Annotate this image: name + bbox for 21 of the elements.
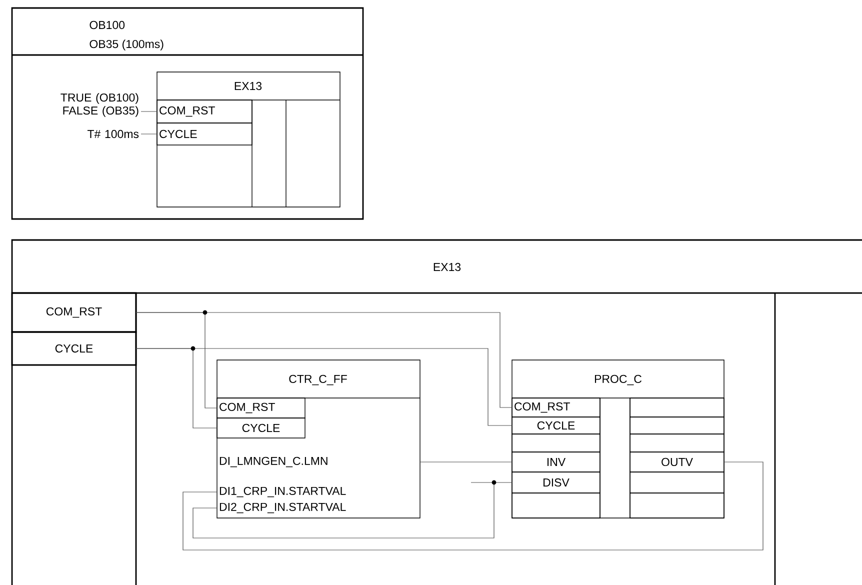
pin-label: DI2_CRP_IN.STARTVAL <box>220 502 346 514</box>
wire <box>192 482 512 538</box>
pin-cell: INV <box>512 452 600 472</box>
pin-cell: OUTV <box>630 452 724 472</box>
wire <box>182 462 764 550</box>
pin-cell: CYCLE <box>216 418 306 438</box>
pin-label: DI1_CRP_IN.STARTVAL <box>220 486 346 498</box>
pin-cell: COM_RST <box>216 398 306 418</box>
pin-cell: DISV <box>512 472 600 494</box>
pin-cell: CYCLE <box>512 416 600 434</box>
wire <box>140 111 158 112</box>
pin-label: T# 100ms <box>87 130 139 138</box>
wire <box>136 312 218 408</box>
pin-label: TRUE (OB100) FALSE (OB35) <box>60 93 138 117</box>
pin-cell: COM_RST <box>11 292 137 333</box>
pin-cell: CYCLE <box>156 122 252 146</box>
pin-label: DI_LMNGEN_C.LMN <box>220 456 328 468</box>
pin-cell: COM_RST <box>512 398 600 418</box>
pin-cell: COM_RST <box>156 100 252 124</box>
pin-cell: CYCLE <box>11 331 137 366</box>
wire <box>136 348 218 428</box>
